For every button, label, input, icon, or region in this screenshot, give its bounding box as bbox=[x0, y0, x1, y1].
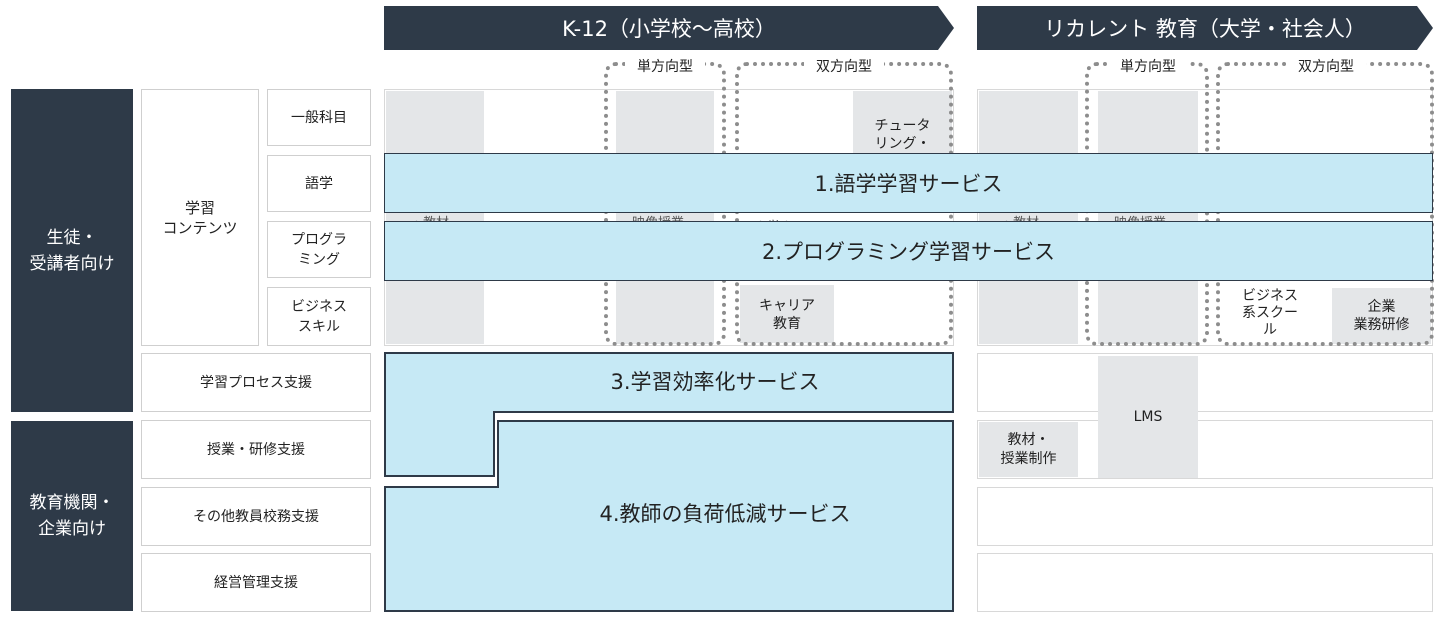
service-3-border-top bbox=[385, 352, 954, 354]
k12-gray-col-1 bbox=[386, 91, 484, 344]
rec-gray-col-2 bbox=[1098, 91, 1198, 344]
service-1-label: 1.語学学習サービス bbox=[814, 172, 1003, 196]
service-4-fill-main bbox=[499, 421, 952, 611]
cell-tutoring: チュータ リング・ bbox=[874, 118, 931, 152]
learning-content-group: 学習 コンテンツ bbox=[141, 89, 259, 346]
subject-general: 一般科目 bbox=[267, 89, 371, 146]
cell-business-school: ビジネス 系スクー ル bbox=[1242, 287, 1298, 338]
service-3-fill-left bbox=[386, 405, 493, 475]
service-3-border-step bbox=[493, 411, 954, 413]
support-class: 授業・研修支援 bbox=[141, 420, 371, 479]
rec-row-school-affairs bbox=[977, 487, 1433, 546]
support-process: 学習プロセス支援 bbox=[141, 353, 371, 412]
cell-lms: LMS bbox=[1098, 356, 1198, 478]
rec-gray-col-1 bbox=[979, 91, 1078, 344]
k12-gray-career bbox=[740, 285, 834, 343]
service-4-border-top bbox=[497, 420, 954, 422]
rec-two-way-label: 双方向型 bbox=[1286, 56, 1366, 76]
rec-row-management bbox=[977, 553, 1433, 612]
service-3-border-bottom bbox=[385, 475, 495, 477]
k12-two-way-label: 双方向型 bbox=[804, 56, 884, 76]
k12-header: K-12（小学校～高校） bbox=[384, 6, 954, 50]
service-3-border-inner bbox=[493, 411, 495, 477]
k12-gray-tutoring bbox=[853, 91, 952, 153]
k12-one-way-label: 単方向型 bbox=[625, 56, 705, 76]
service-4-border-right bbox=[952, 420, 954, 612]
service-2-label: 2.プログラミング学習サービス bbox=[761, 240, 1056, 264]
cell-materials: 教材・ 授業制作 bbox=[979, 422, 1078, 477]
service-4-border-step bbox=[384, 486, 499, 488]
service-3-border-left bbox=[384, 352, 386, 477]
support-management: 経営管理支援 bbox=[141, 553, 371, 612]
support-school-affairs: その他教員校務支援 bbox=[141, 487, 371, 546]
recurrent-header: リカレント 教育（大学・社会人） bbox=[977, 6, 1433, 50]
service-4-border-inner bbox=[497, 420, 499, 488]
subject-business: ビジネス スキル bbox=[267, 287, 371, 346]
category-institutions: 教育機関・ 企業向け bbox=[11, 421, 133, 611]
rec-row-process bbox=[977, 353, 1433, 412]
service-4-fill-left bbox=[386, 487, 501, 611]
service-3-border-right bbox=[952, 352, 954, 413]
category-students: 生徒・ 受講者向け bbox=[11, 89, 133, 412]
cell-career: キャリア 教育 bbox=[759, 298, 815, 332]
subject-language: 語学 bbox=[267, 155, 371, 212]
rec-gray-corporate bbox=[1332, 288, 1431, 344]
k12-gray-col-2 bbox=[616, 91, 714, 344]
service-2-bar: 2.プログラミング学習サービス bbox=[384, 221, 1433, 281]
service-4-border-left bbox=[384, 486, 386, 612]
service-3-label: 3.学習効率化サービス bbox=[610, 370, 820, 394]
recurrent-header-label: リカレント 教育（大学・社会人） bbox=[1044, 17, 1366, 41]
subject-programming: プログラ ミング bbox=[267, 221, 371, 278]
service-3-fill-top bbox=[386, 353, 952, 411]
k12-header-label: K-12（小学校～高校） bbox=[562, 17, 776, 41]
service-4-label: 4.教師の負荷低減サービス bbox=[599, 502, 851, 526]
service-4-border-bottom bbox=[384, 610, 954, 612]
cell-corporate-training: 企業 業務研修 bbox=[1353, 299, 1410, 333]
service-1-bar: 1.語学学習サービス bbox=[384, 153, 1433, 213]
rec-one-way-label: 単方向型 bbox=[1108, 56, 1188, 76]
